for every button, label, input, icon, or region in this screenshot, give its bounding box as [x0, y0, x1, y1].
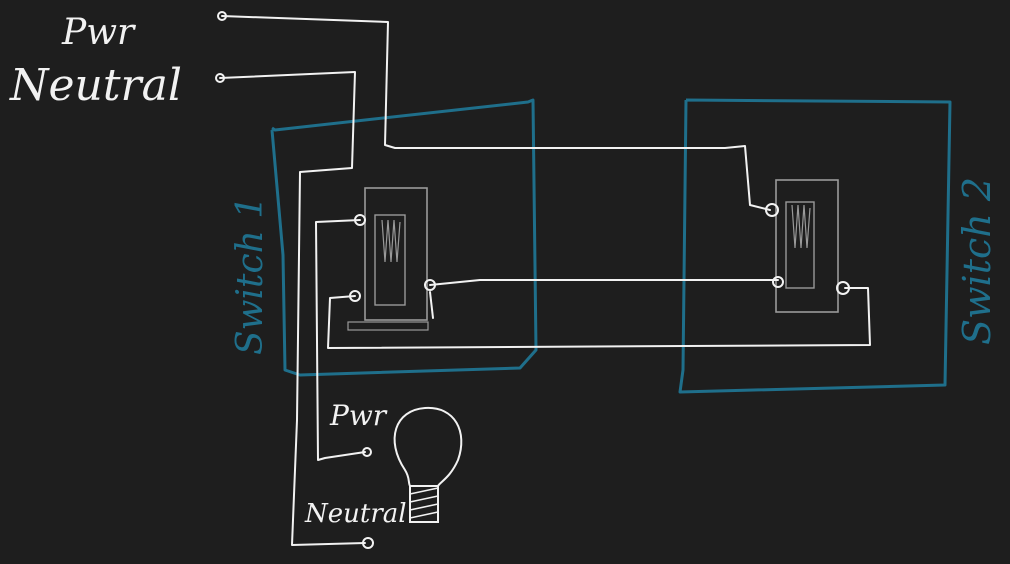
supply-power-wire [221, 15, 771, 211]
supply-power-terminal [217, 11, 227, 21]
switch2-common-terminal [765, 203, 779, 217]
lamp-neutral-terminal [362, 537, 374, 549]
light-bulb [393, 406, 463, 523]
switch-1-device [347, 187, 429, 331]
supply-neutral-terminal [215, 73, 225, 83]
traveler-2-wire [327, 287, 871, 349]
switch-box-1 [270, 98, 538, 377]
supply-neutral-label: Neutral [9, 60, 182, 111]
switch1-to-lamp-wire [315, 219, 366, 461]
supply-neutral-wire [219, 71, 366, 546]
switch1-traveler-terminal-b [424, 279, 436, 291]
switch-2-device [775, 179, 839, 313]
switch1-common-terminal [354, 214, 366, 226]
switch-box-2 [678, 98, 952, 394]
supply-power-label: Pwr [61, 12, 136, 53]
switch-box-1-label: Switch 1 [230, 196, 271, 355]
wires [219, 15, 871, 546]
lamp-power-label: Pwr [329, 399, 388, 432]
switch2-traveler-terminal-b [836, 281, 850, 295]
lamp-neutral-label: Neutral [304, 499, 407, 529]
lamp-power-terminal [362, 447, 372, 457]
switch1-traveler-terminal-a [349, 290, 361, 302]
terminals [215, 11, 850, 549]
switch-box-2-label: Switch 2 [955, 177, 999, 345]
switch2-traveler-terminal-a [772, 276, 784, 288]
traveler-1-wire [429, 279, 779, 286]
